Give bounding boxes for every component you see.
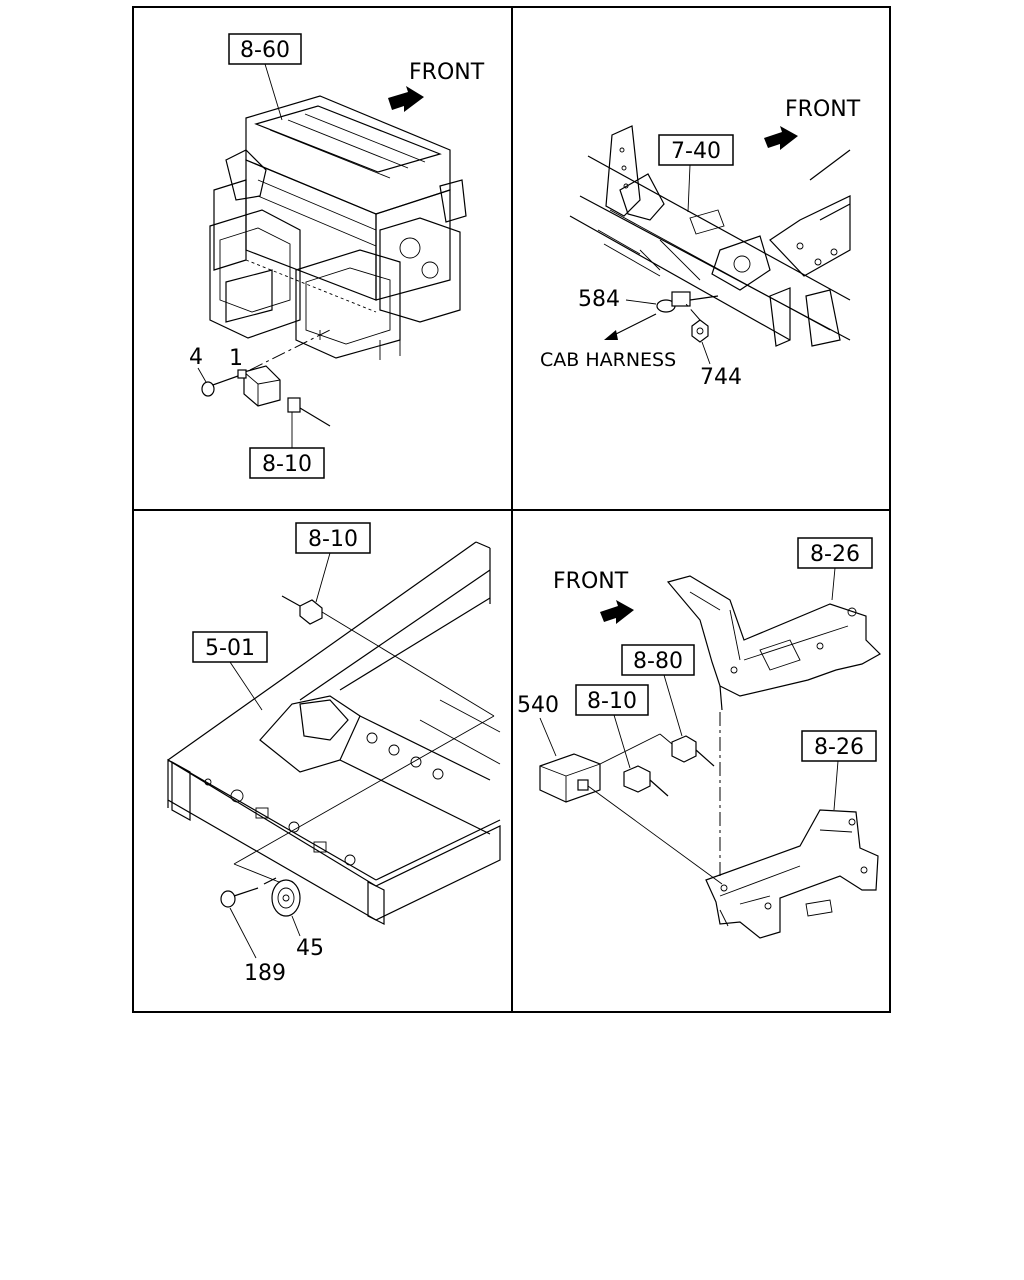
cab-harness-label: CAB HARNESS	[540, 349, 676, 371]
ref-label-8-10-bl: 8-10	[308, 527, 358, 552]
leader-part-4	[197, 367, 207, 383]
callout-part-584: 584	[578, 287, 620, 312]
connector-8-10-bl[interactable]	[281, 595, 323, 625]
chassis-frame-rail	[167, 541, 501, 925]
ref-label-8-26-upper: 8-26	[810, 542, 860, 567]
connector-8-10-br[interactable]	[623, 765, 669, 797]
callout-part-45: 45	[296, 936, 324, 961]
leader-8-10-bl	[315, 552, 331, 603]
ref-box-5-01[interactable]	[192, 631, 268, 663]
leader-part-744	[701, 341, 711, 365]
nut-part-744[interactable]	[691, 319, 709, 343]
control-module-part-1[interactable]	[237, 365, 281, 407]
install-line-744	[685, 303, 701, 321]
leader-8-60	[264, 63, 283, 121]
ref-box-8-60[interactable]	[228, 33, 302, 65]
ref-label-8-26-lower: 8-26	[814, 735, 864, 760]
callout-part-540: 540	[517, 693, 559, 718]
leader-8-26-upper	[831, 567, 836, 601]
ref-box-8-80[interactable]	[621, 644, 695, 676]
leader-part-189	[229, 907, 257, 959]
front-label: FRONT	[785, 97, 861, 122]
ref-label-5-01: 5-01	[205, 636, 255, 661]
front-arrow-icon	[600, 600, 634, 624]
install-line-module	[249, 329, 331, 371]
leader-5-01	[229, 661, 263, 711]
leader-7-40	[687, 164, 691, 213]
install-line-horn-a	[233, 715, 495, 865]
leader-part-45	[291, 915, 301, 937]
wire-relay-a	[599, 733, 661, 765]
ref-label-8-10-br: 8-10	[587, 689, 637, 714]
ref-label-8-80: 8-80	[633, 649, 683, 674]
front-arrow-icon	[764, 126, 798, 150]
leader-8-26-lower	[833, 760, 839, 811]
panel-bottom-left: 8-10 5-01	[167, 522, 501, 986]
relay-part-540[interactable]	[539, 753, 601, 803]
bolt-part-189[interactable]	[220, 887, 259, 908]
ref-label-7-40: 7-40	[671, 139, 721, 164]
ref-label-8-10-tl: 8-10	[262, 452, 312, 477]
ref-label-8-60: 8-60	[240, 38, 290, 63]
panel-top-right: FRONT 7-40	[540, 97, 861, 390]
callout-part-189: 189	[244, 961, 286, 986]
harness-arrowhead-icon	[604, 330, 618, 340]
front-label: FRONT	[409, 60, 485, 85]
install-line-relay	[587, 785, 723, 885]
leader-8-10-br	[613, 714, 631, 769]
cross-member-frame	[569, 125, 851, 347]
connector-part-584[interactable]	[656, 291, 719, 313]
callout-part-744: 744	[700, 365, 742, 390]
heater-unit-assembly	[209, 95, 467, 360]
wire-relay-b	[659, 733, 673, 745]
connector-8-10[interactable]	[287, 397, 331, 427]
connector-8-80[interactable]	[671, 735, 715, 767]
upper-bracket	[666, 575, 881, 711]
horn-part-45[interactable]	[263, 877, 301, 917]
leader-part-540	[539, 717, 557, 757]
panel-bottom-right: FRONT 8-26 8-80 8-10	[517, 537, 881, 939]
harness-route-line	[321, 611, 495, 717]
ref-box-8-10-br[interactable]	[575, 684, 649, 716]
ref-box-8-10-bl[interactable]	[295, 522, 371, 554]
front-label: FRONT	[553, 569, 629, 594]
callout-part-1: 1	[229, 346, 243, 371]
lower-bracket	[705, 809, 879, 939]
bolt-part-4[interactable]	[201, 375, 239, 397]
leader-part-584	[625, 299, 657, 305]
ref-box-8-26-lower[interactable]	[801, 730, 877, 762]
panel-top-left: 8-60 FRONT	[189, 33, 485, 479]
ref-box-8-10-tl[interactable]	[249, 447, 325, 479]
front-arrow-icon	[388, 86, 424, 112]
leader-8-80	[663, 674, 683, 737]
callout-part-4: 4	[189, 345, 203, 370]
ref-box-7-40[interactable]	[658, 134, 734, 166]
